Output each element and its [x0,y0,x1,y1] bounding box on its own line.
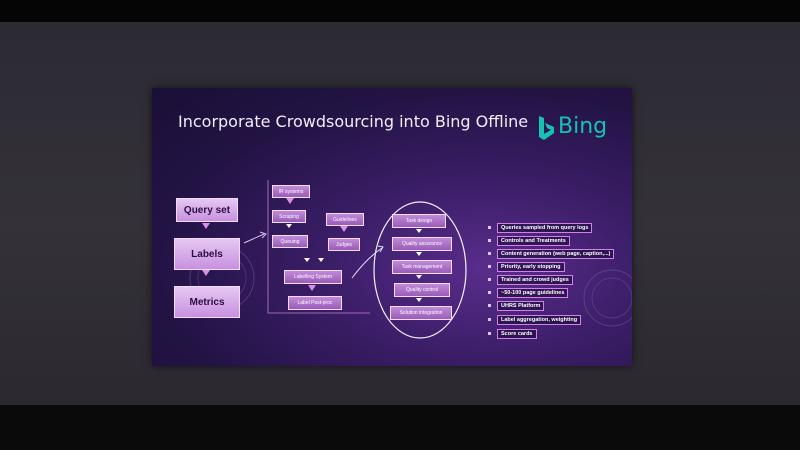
list-item: Score cards [488,328,537,339]
presentation-slide: Incorporate Crowdsourcing into Bing Offl… [152,88,632,366]
room-floor-shadow [0,405,800,450]
bullet-icon [488,252,491,255]
queuing-block: Queuing [272,235,308,248]
bullet-icon [488,226,491,229]
bing-logo: Bing [536,114,626,144]
bullet-icon [488,318,491,321]
quality-control-block: Quality control [394,283,450,297]
arrow-down [340,226,348,232]
arrow-down [202,270,210,276]
logo-text: Bing [558,114,608,139]
arrow-down [318,258,324,262]
labelling-system-block: Labelling System [284,270,342,284]
task-management-block: Task management [392,260,452,274]
arrow-down [416,275,422,279]
bullet-icon [488,304,491,307]
guidelines-block: Guidelines [326,213,364,226]
list-item: ~50-100 page guidelines [488,287,569,298]
bullet-icon [488,291,491,294]
list-item: Queries sampled from query logs [488,222,593,233]
bullet-icon [488,332,491,335]
arrow-down [202,223,210,229]
arrow-down [416,229,422,233]
task-design-block: Task design [392,214,446,228]
arrow-down [416,252,422,256]
bullet-icon [488,239,491,242]
arrow-down [308,285,316,291]
middle-group-frame [243,180,384,314]
metrics-block: Metrics [174,286,240,318]
arrow-down [416,298,422,302]
label-postproc-block: Label Post-proc [288,296,342,310]
ir-systems-block: IR systems [272,185,310,198]
solution-integration-block: Solution integration [390,306,452,320]
list-item: Controls and Treatments [488,235,570,246]
list-item: Trained and crowd judges [488,274,573,285]
bing-b-icon [539,116,554,140]
list-item: UHRS Platform [488,300,545,311]
bullet-icon [488,278,491,281]
scraping-block: Scraping [272,210,306,223]
arrow-down [286,198,294,204]
labels-block: Labels [174,238,240,270]
judges-block: Judges [328,238,360,251]
quality-assurance-block: Quality assurance [392,237,452,251]
arrow-down [304,258,310,262]
bullet-icon [488,265,491,268]
slide-title: Incorporate Crowdsourcing into Bing Offl… [178,112,529,131]
list-item: Priority, early stopping [488,261,565,272]
list-item: Label aggregation, weighting [488,314,582,325]
list-item: Content generation (web page, caption,..… [488,248,615,259]
query-set-block: Query set [176,198,238,222]
arrow-down [286,224,292,228]
